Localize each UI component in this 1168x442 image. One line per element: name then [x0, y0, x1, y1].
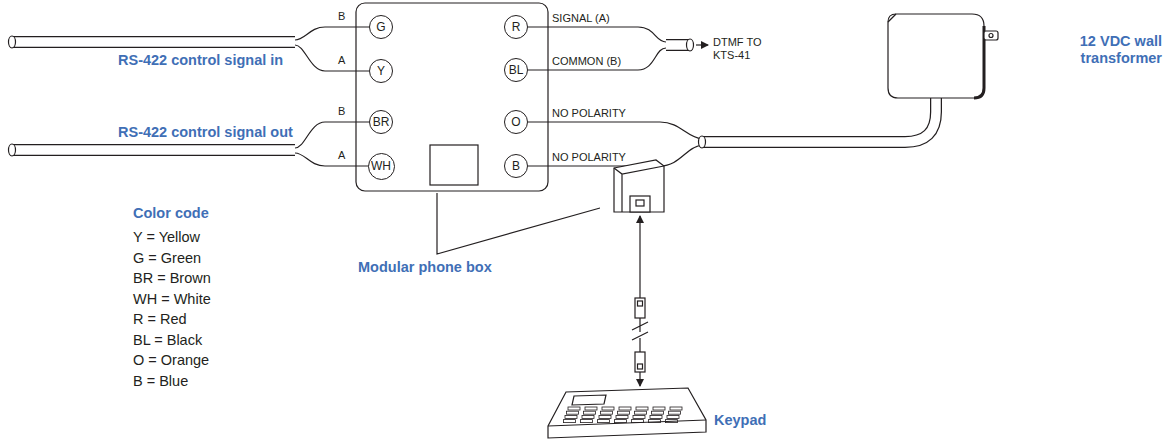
terminal-screw: B [504, 154, 528, 178]
wire-note: NO POLARITY [552, 151, 626, 164]
legend-heading: Color code [133, 205, 209, 222]
color-code-item: Y = Yellow [133, 229, 200, 246]
wire-letter: A [338, 149, 345, 162]
terminal-label: R [512, 21, 521, 33]
color-code-item: G = Green [133, 250, 201, 267]
modular-jack [614, 160, 664, 212]
wire [528, 27, 666, 42]
destination-note: DTMF TO KTS-41 [713, 36, 773, 62]
keypad-cord [632, 216, 648, 386]
part-name: 12 VDC wall transformer [1042, 33, 1162, 68]
color-code-item: BR = Brown [133, 270, 211, 287]
color-code-item: B = Blue [133, 373, 188, 390]
terminal-screw: O [504, 110, 528, 134]
terminal-label: WH [371, 160, 391, 172]
wire-letter: B [338, 105, 345, 118]
wire-letter: B [338, 10, 345, 23]
wire [295, 122, 369, 148]
wire-letter: A [338, 54, 345, 67]
wall-transformer [888, 14, 998, 98]
terminal-screw: BR [369, 110, 393, 134]
wire [528, 48, 666, 70]
terminal-label: B [512, 160, 520, 172]
wire [295, 45, 369, 71]
cable-label: RS-422 control signal out [118, 124, 293, 141]
wire [528, 145, 702, 166]
terminal-screw: Y [369, 59, 393, 83]
wire-note: NO POLARITY [552, 107, 626, 120]
terminal-block [356, 3, 548, 191]
color-code-item: BL = Black [133, 332, 202, 349]
keypad [548, 388, 706, 438]
color-code-item: O = Orange [133, 352, 209, 369]
wire [295, 153, 369, 166]
cable-label: RS-422 control signal in [118, 52, 283, 69]
leader-line [437, 193, 600, 254]
terminal-screw: BL [504, 58, 528, 82]
wire [528, 122, 702, 139]
terminal-label: Y [377, 65, 385, 77]
color-code-item: R = Red [133, 311, 187, 328]
terminal-label: BR [373, 116, 390, 128]
terminal-label: BL [509, 64, 524, 76]
terminal-screw: R [504, 15, 528, 39]
part-name: Keypad [714, 412, 766, 429]
terminal-screw: G [369, 15, 393, 39]
signal-name: SIGNAL (A) [552, 12, 610, 25]
terminal-label: O [511, 116, 520, 128]
signal-name: COMMON (B) [552, 55, 621, 68]
terminal-screw: WH [368, 153, 395, 180]
terminal-label: G [376, 21, 385, 33]
jack-opening [430, 145, 478, 185]
part-name: Modular phone box [358, 259, 492, 276]
color-code-item: WH = White [133, 291, 211, 308]
wire [295, 27, 369, 40]
